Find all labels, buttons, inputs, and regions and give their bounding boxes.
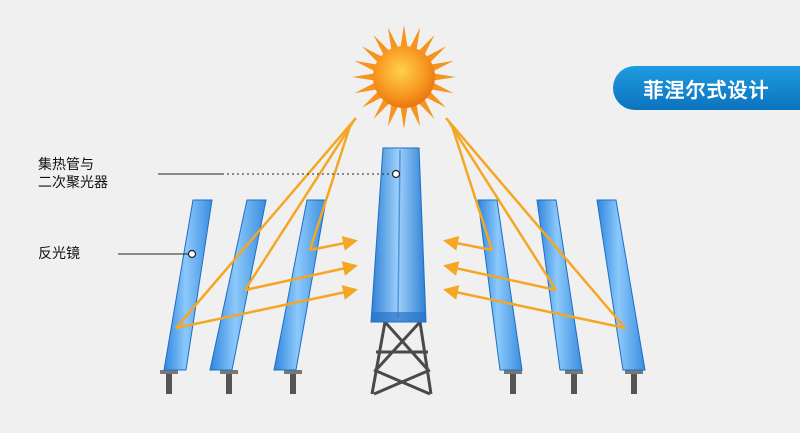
sun-ray	[431, 82, 454, 94]
light-rays-left	[175, 117, 358, 330]
receiver-tube	[370, 147, 427, 323]
design-title-badge: 菲涅尔式设计	[613, 66, 800, 110]
light-rays-right	[443, 117, 626, 330]
sun-ray	[426, 46, 447, 63]
sun-ray	[433, 73, 456, 81]
mirrors-right	[477, 199, 646, 371]
mirror-label: 反光镜	[38, 246, 80, 262]
sun-ray	[418, 34, 435, 55]
sun-ray	[431, 60, 454, 72]
sun-ray	[409, 104, 421, 127]
callout-tube	[158, 169, 401, 179]
mirror-right-2	[536, 199, 583, 371]
sun-ray	[361, 46, 382, 63]
mirror-left-2	[209, 199, 267, 371]
sun-ray	[373, 99, 390, 120]
mirror-left-1	[163, 199, 213, 371]
collector-tube-label: 集热管与 二次聚光器	[38, 156, 158, 192]
sun-ray	[361, 91, 382, 108]
callout-mirror	[118, 249, 197, 259]
collector-tube-label-line1: 集热管与	[38, 157, 94, 173]
mirrors-left	[163, 199, 327, 371]
sun-icon	[352, 25, 456, 129]
receiver-tower	[370, 320, 433, 396]
sun-ray	[373, 34, 390, 55]
mirror-right-3	[596, 199, 646, 371]
sun-ray	[387, 27, 399, 50]
sun-ray	[352, 73, 375, 81]
sun-ray	[426, 91, 447, 108]
sun-ray	[418, 99, 435, 120]
sun-ray	[400, 106, 408, 129]
mirror-supports-left	[160, 370, 302, 394]
collector-tube-label-line2: 二次聚光器	[38, 175, 108, 191]
sun-ray	[409, 27, 421, 50]
sun-ray	[354, 60, 377, 72]
sun-ray	[387, 104, 399, 127]
sun-ray	[400, 25, 408, 48]
sun-ray	[354, 82, 377, 94]
mirror-supports-right	[504, 370, 643, 394]
